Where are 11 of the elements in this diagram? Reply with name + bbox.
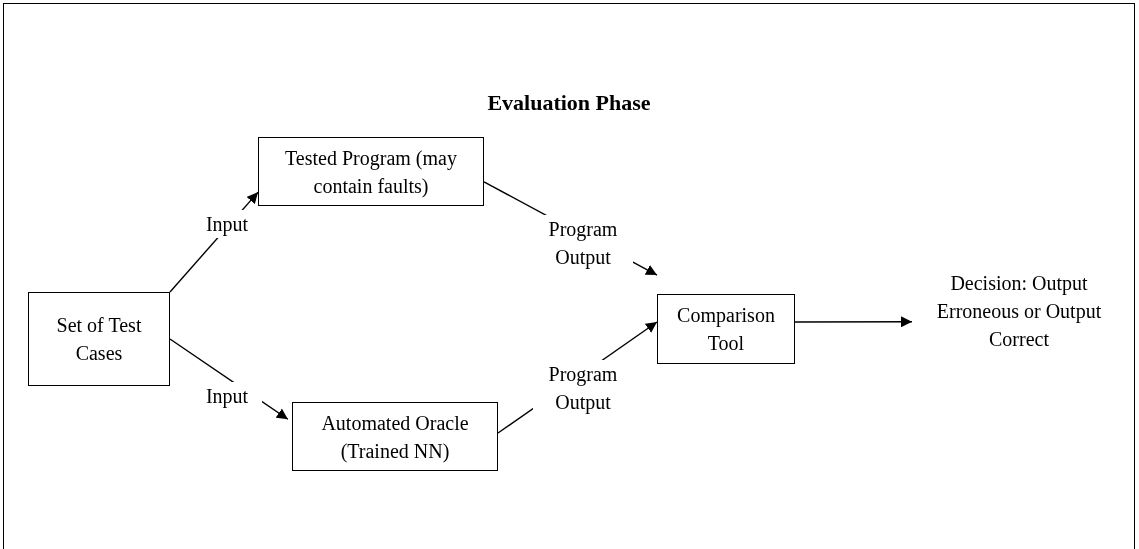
- node-text: Decision: Output Erroneous or Output Correct: [935, 271, 1103, 352]
- node-text: Tested Program (may contain faults): [284, 145, 458, 200]
- title: Evaluation Phase: [486, 89, 652, 117]
- node-text: Set of Test Cases: [55, 313, 143, 366]
- node-text: Automated Oracle (Trained NN): [320, 410, 470, 465]
- process-box: [292, 402, 498, 471]
- process-box: [657, 294, 795, 364]
- node-text: Comparison Tool: [676, 303, 776, 356]
- process-box: [258, 137, 484, 206]
- arrow: [794, 316, 913, 328]
- process-box: [28, 292, 170, 386]
